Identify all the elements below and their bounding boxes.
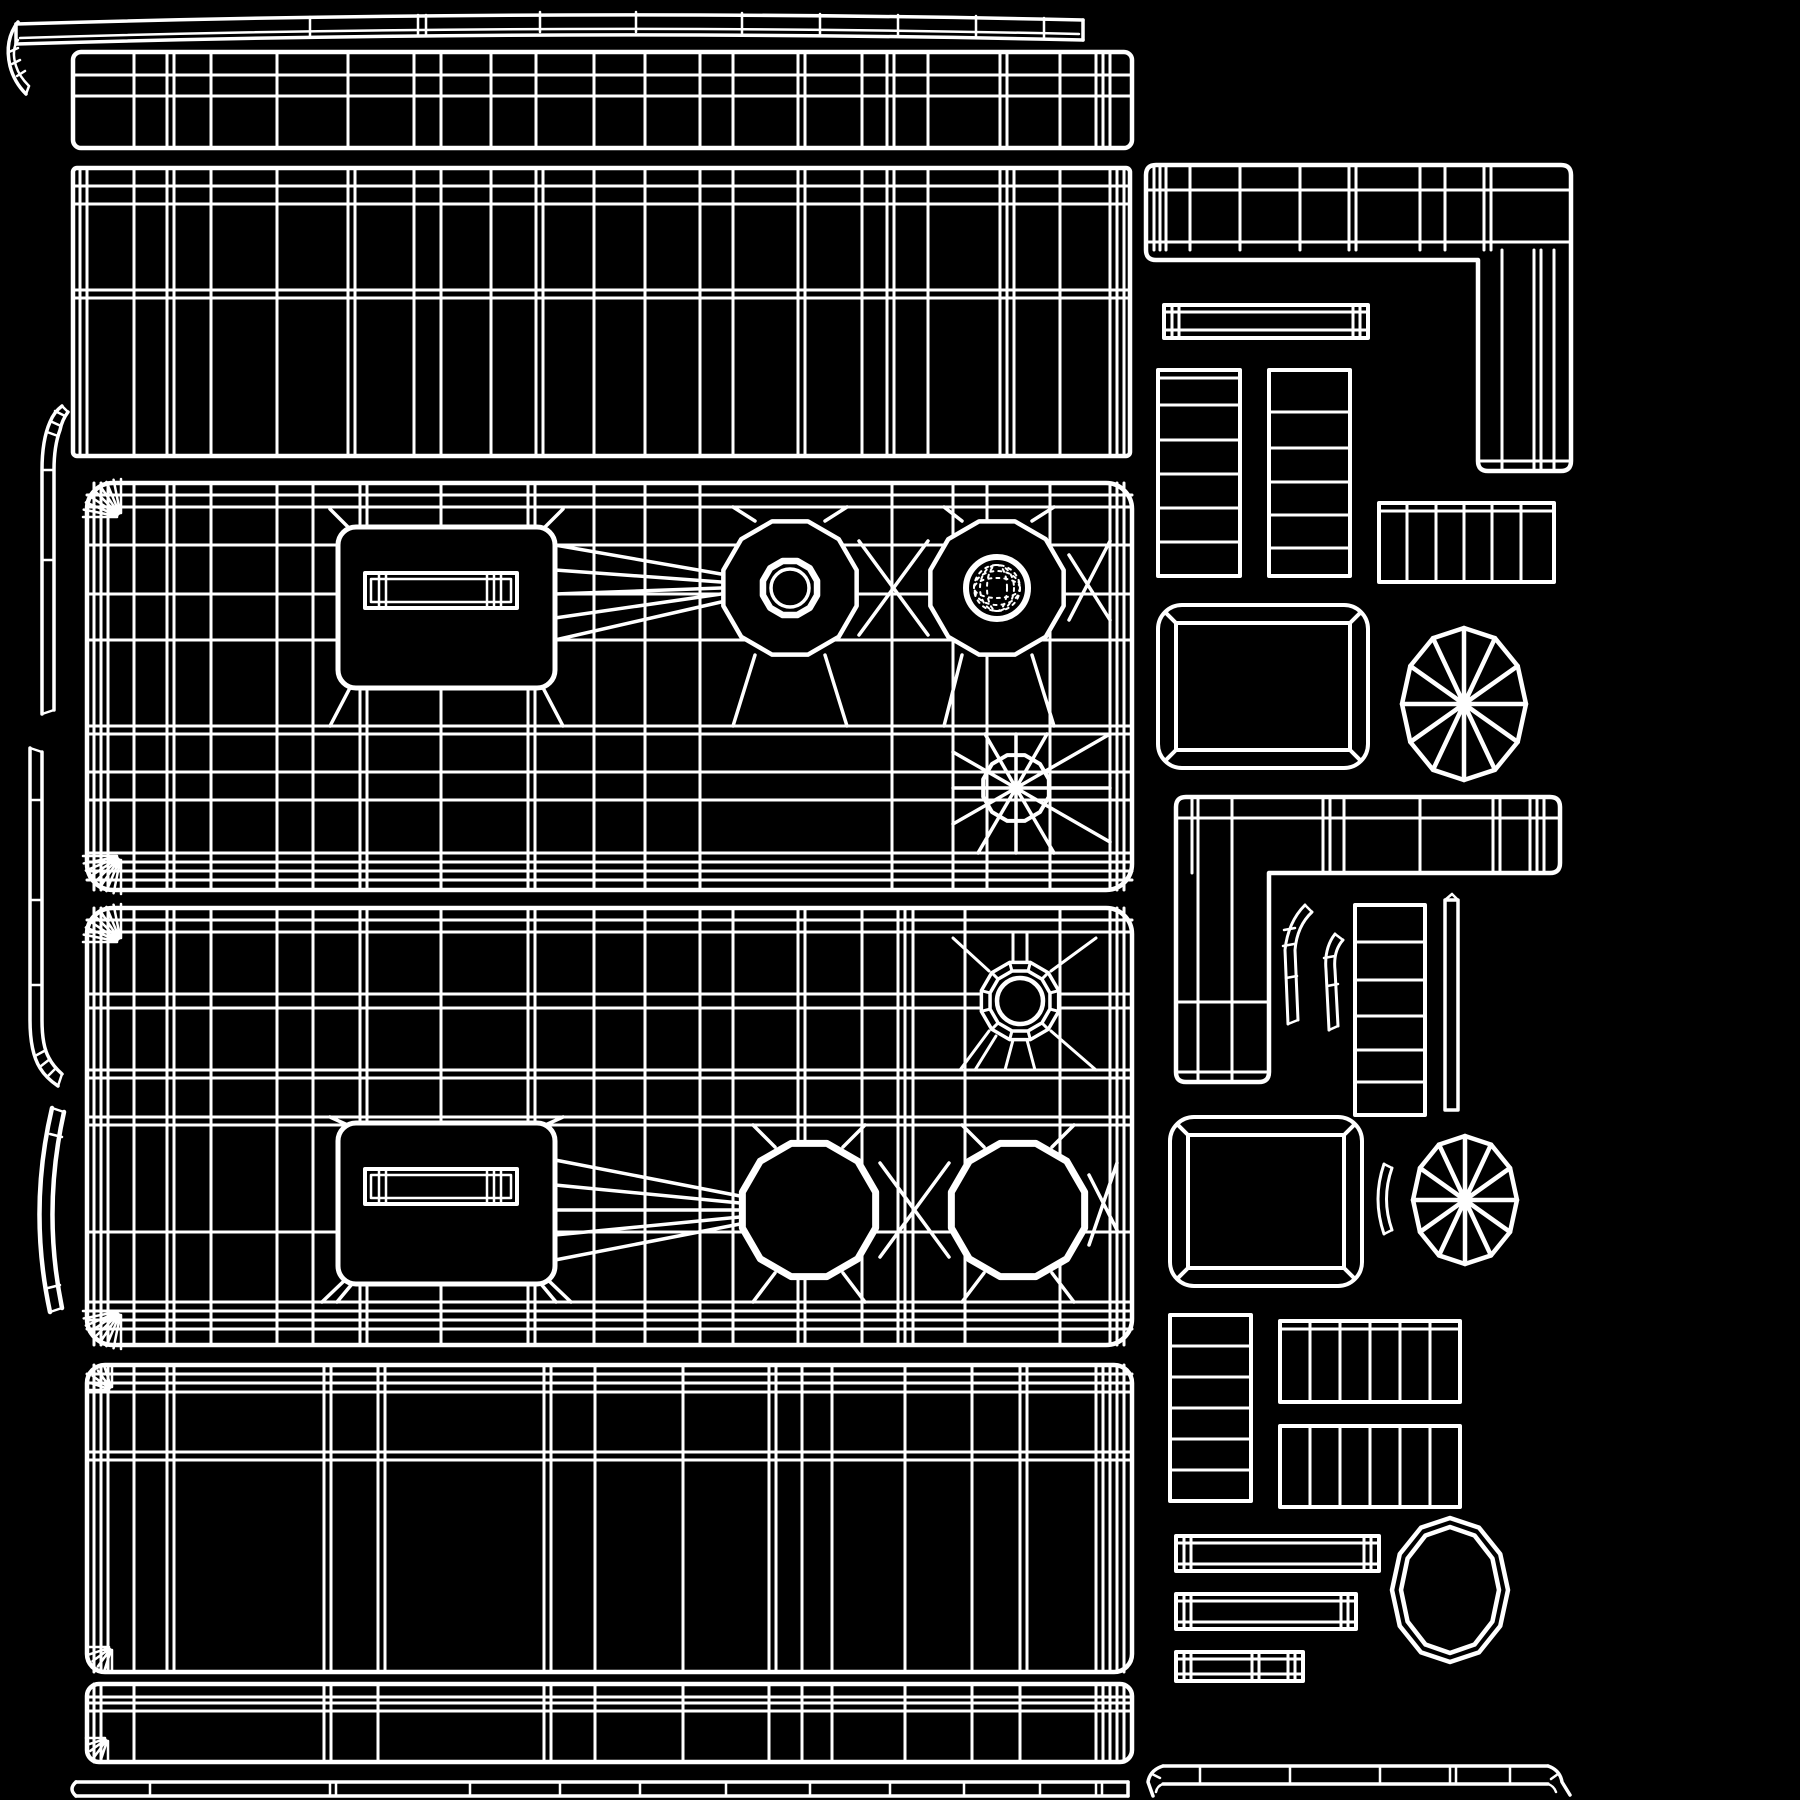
right-strip-row-1	[1174, 1534, 1381, 1573]
right-horizontal-ladder-mid	[1278, 1319, 1462, 1404]
panel-2-body	[81, 902, 1135, 1351]
right-hook-strip-2	[1322, 932, 1345, 1032]
right-horizontal-ladder-top	[1377, 501, 1556, 584]
right-ladder-right	[1267, 368, 1352, 578]
right-ladder-left	[1156, 368, 1242, 578]
right-hook-strip-1	[1281, 903, 1314, 1026]
right-l-bracket-top	[1143, 162, 1574, 474]
right-umbrella-lower	[1410, 1133, 1520, 1267]
top-thin-strip	[6, 10, 1085, 96]
panel-2-diagonals	[320, 1115, 1119, 1304]
panel-2-bezel-ring	[951, 930, 1112, 1072]
left-edge-strip-lower	[37, 1105, 67, 1315]
panel-1-body	[81, 477, 1135, 896]
right-frame-rect-upper	[1156, 603, 1370, 770]
right-strip-row-3	[1174, 1650, 1305, 1683]
panel-1-fan-star	[951, 732, 1112, 855]
right-strip-row-2	[1174, 1592, 1358, 1631]
panel-1-globe-ring	[928, 519, 1066, 657]
left-edge-strip-middle	[28, 746, 64, 1088]
right-l-bracket-middle	[1173, 794, 1563, 1085]
bottom-left-thin-strip	[70, 1780, 1130, 1798]
right-ladder-mid	[1353, 903, 1427, 1117]
panel-1-dial-ring	[721, 519, 859, 657]
panel-1-card-slot	[335, 524, 558, 691]
bottom-right-dodecagon	[1389, 1515, 1511, 1665]
right-ladder-bottom-left	[1168, 1313, 1253, 1503]
large-grid-rect	[70, 165, 1133, 459]
panel-1-diagonals	[328, 505, 1112, 728]
right-umbrella-upper	[1399, 625, 1529, 783]
right-thin-vertical-strip	[1443, 892, 1460, 1112]
right-horizontal-ladder-low	[1278, 1424, 1462, 1509]
right-small-arc	[1376, 1162, 1394, 1236]
panel-2-card-slot	[335, 1120, 558, 1287]
bottom-right-thin-strip	[1146, 1764, 1572, 1798]
bottom-grid-bar	[84, 1681, 1135, 1765]
panel-2-dodecagon-right	[947, 1139, 1089, 1281]
top-grid-bar	[70, 49, 1135, 151]
panel-2-dodecagon-left	[738, 1139, 880, 1281]
right-frame-rect-lower	[1168, 1115, 1364, 1288]
right-small-strip	[1162, 303, 1370, 340]
panel-3-body	[84, 1362, 1135, 1675]
left-edge-strip-upper	[40, 404, 70, 716]
